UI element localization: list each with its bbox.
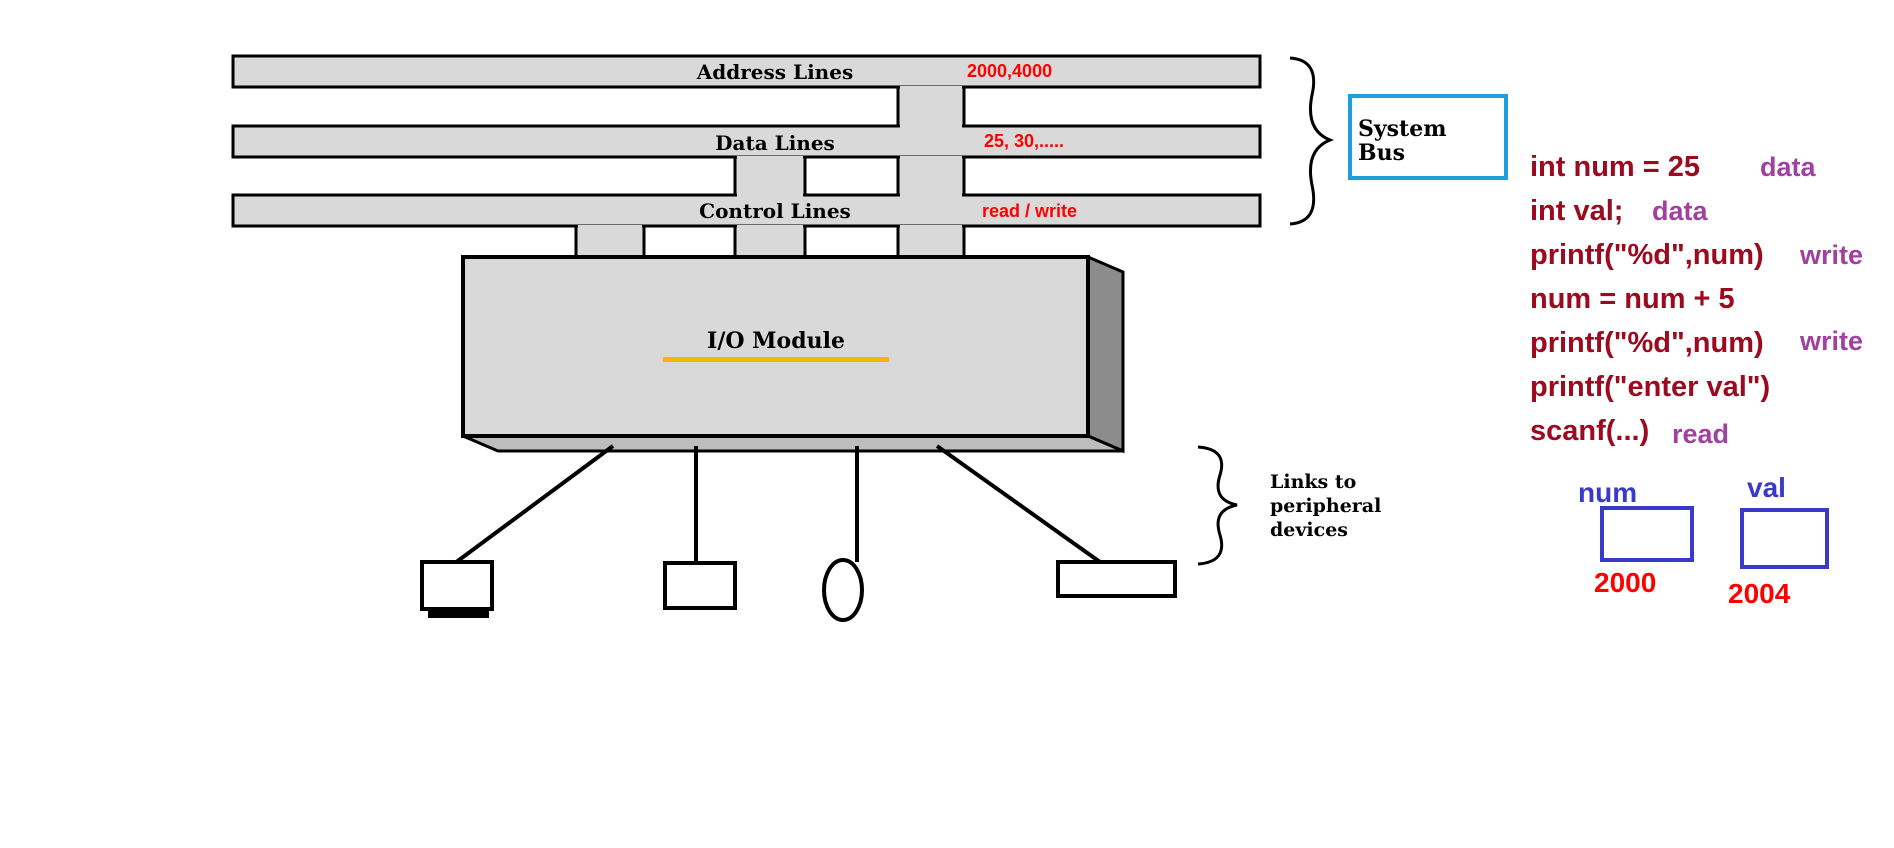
links-line1: Links to (1270, 471, 1356, 493)
link-1 (453, 444, 615, 565)
code-line-3: printf("%d",num) (1530, 239, 1764, 271)
io-module-front (461, 255, 1090, 438)
code-line-6: printf("enter val") (1530, 371, 1770, 403)
memory-cell-num-name: num (1578, 477, 1637, 508)
address-lines-bar (231, 54, 1262, 89)
system-bus-brace (1289, 56, 1335, 226)
memory-cell-val-address: 2004 (1728, 578, 1791, 609)
code-listing: int num = 25 data int val; data printf("… (1530, 151, 1863, 449)
connector-fill (578, 86, 962, 259)
io-module-underline (663, 357, 889, 362)
data-lines-label: Data Lines (715, 131, 835, 155)
links-line2: peripheral (1270, 495, 1381, 517)
control-note: read / write (982, 201, 1077, 221)
code-line-4: num = num + 5 (1530, 283, 1735, 315)
memory-cells: num 2000 val 2004 (1578, 472, 1829, 609)
io-module-label: I/O Module (707, 328, 845, 354)
peripheral-links (453, 444, 1102, 565)
device-printer (1056, 560, 1177, 598)
device-terminal (420, 560, 494, 611)
control-lines-label: Control Lines (699, 199, 851, 223)
system-bus-line1: System (1358, 116, 1447, 142)
link-4 (935, 444, 1102, 564)
peripheral-devices (420, 558, 1177, 622)
code-tag-1: data (1760, 152, 1817, 182)
control-lines-bar (231, 193, 1262, 228)
device-box (663, 561, 737, 610)
links-brace (1197, 445, 1238, 566)
code-tag-2: data (1652, 196, 1709, 226)
code-tag-7: read (1672, 419, 1729, 449)
address-lines-label: Address Lines (696, 60, 853, 84)
memory-cell-val-box (1740, 508, 1829, 569)
device-disk (822, 558, 864, 622)
system-bus-line2: Bus (1358, 140, 1405, 166)
code-tag-3: write (1799, 240, 1863, 270)
device-terminal-base (428, 607, 489, 618)
io-module-bottom (462, 434, 1124, 453)
address-note: 2000,4000 (967, 61, 1052, 81)
links-line3: devices (1270, 519, 1348, 541)
io-module: I/O Module (461, 254, 1125, 454)
data-note: 25, 30,..... (984, 131, 1064, 151)
memory-cell-val-name: val (1747, 472, 1786, 503)
code-line-1: int num = 25 (1530, 151, 1700, 183)
code-line-7: scanf(...) (1530, 415, 1649, 447)
memory-cell-num-box (1600, 506, 1694, 562)
code-line-5: printf("%d",num) (1530, 327, 1764, 359)
io-module-side (1086, 254, 1125, 454)
system-bus-box (1348, 94, 1508, 180)
memory-cell-num-address: 2000 (1594, 567, 1656, 598)
code-line-2: int val; (1530, 195, 1623, 227)
bus-lines (231, 54, 1262, 228)
code-tag-5: write (1799, 326, 1863, 356)
